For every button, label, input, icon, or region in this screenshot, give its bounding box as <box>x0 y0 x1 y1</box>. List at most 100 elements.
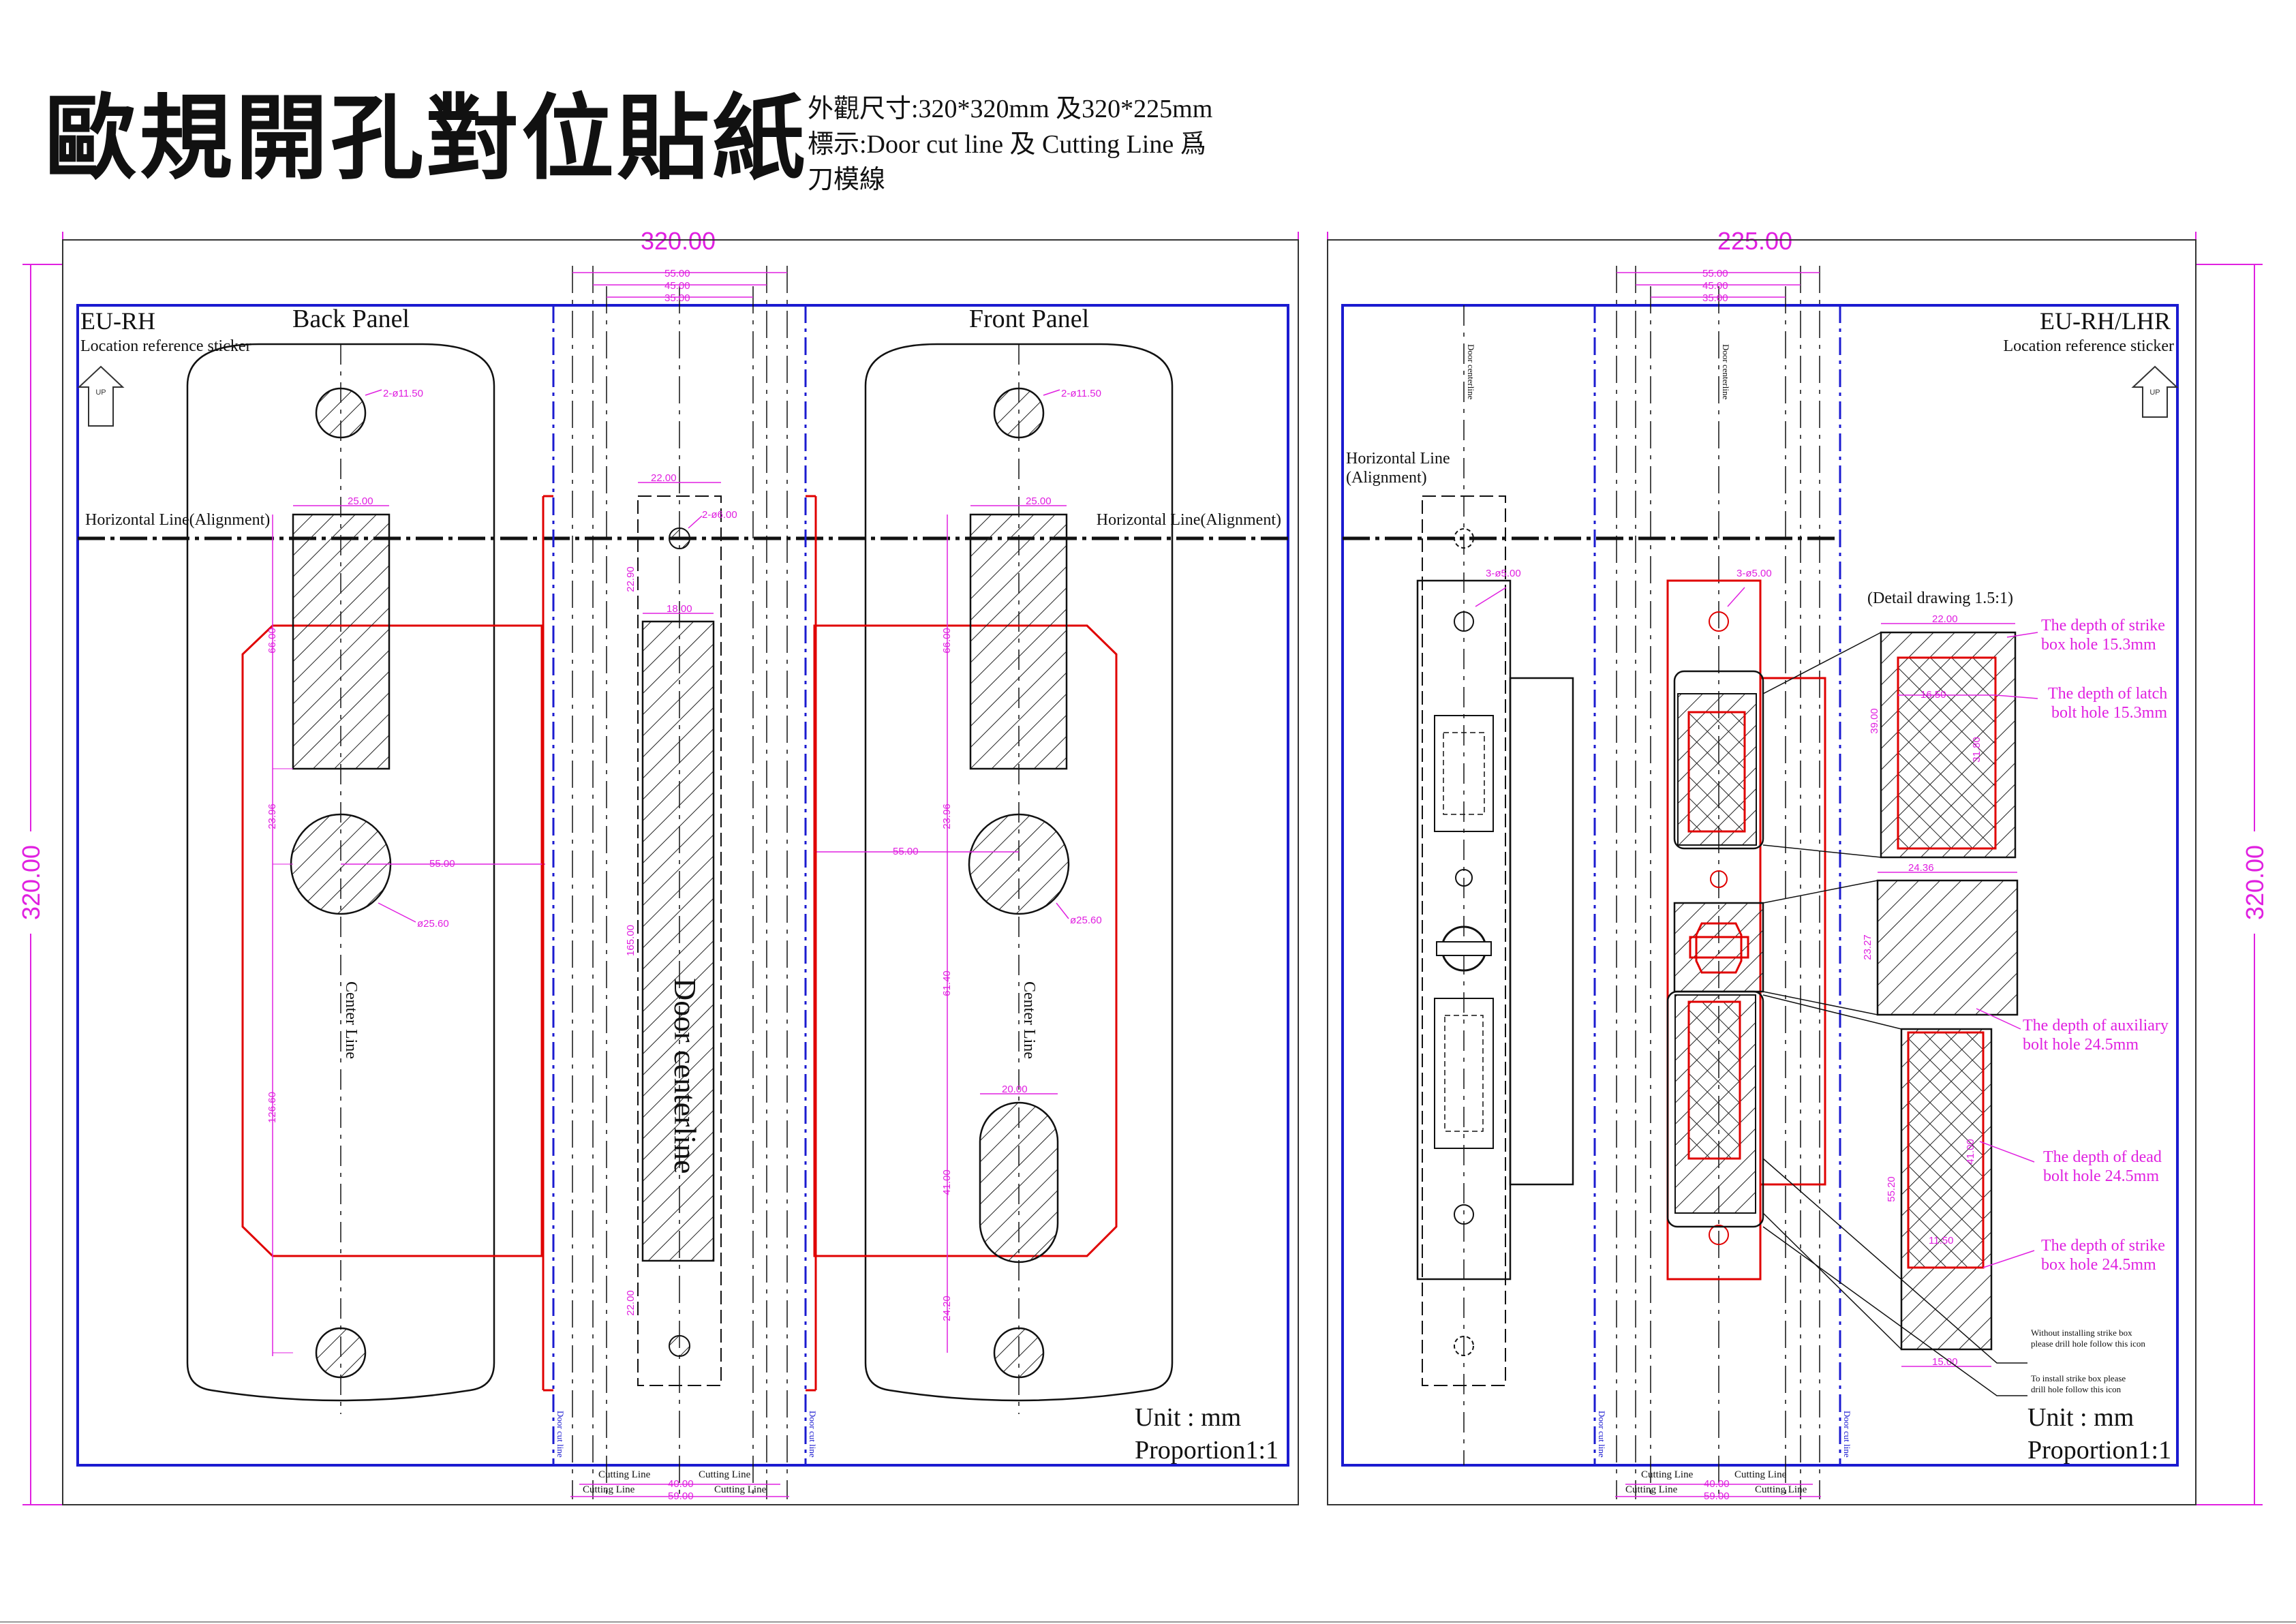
right-door-cut-line-2: Door cut line <box>1842 1411 1852 1458</box>
right-door-cut-frame <box>1341 304 2179 1467</box>
page-title: 歐規開孔對位貼紙 <box>44 84 808 193</box>
back-bottom-hole <box>315 1327 367 1379</box>
front-dim-20: 20.00 <box>1002 1084 1028 1095</box>
right-cutting-line-3: Cutting Line <box>1625 1484 1678 1495</box>
left-sheet: 320.00 320.00 EU-RH Location reference s… <box>17 226 1299 1505</box>
detail-dim-23-27: 23.27 <box>1862 934 1873 960</box>
front-oval-slot <box>979 1101 1059 1263</box>
detail-dim-41: 41.00 <box>1965 1139 1976 1165</box>
back-panel-outline <box>186 343 495 1402</box>
right-edge-55: 55.00 <box>1702 268 1728 279</box>
detail-dim-24-36: 24.36 <box>1908 862 1934 874</box>
detail-auxiliary <box>1876 879 2019 1016</box>
auxiliary-bolt-hole <box>1673 902 1764 993</box>
back-dim-55: 55.00 <box>429 858 455 870</box>
front-dim-41: 41.00 <box>941 1169 953 1195</box>
left-cutting-line-4: Cutting Line <box>714 1484 767 1495</box>
left-dim-165: 165.00 <box>625 925 637 956</box>
left-edge-55: 55.00 <box>664 268 690 279</box>
right-cutting-line-4: Cutting Line <box>1755 1484 1807 1495</box>
note-4a: The depth of dead <box>2043 1148 2162 1166</box>
left-dim-22-bottom: 22.00 <box>625 1290 637 1316</box>
right-unit-label: Unit : mm <box>2027 1403 2134 1432</box>
right-location-text: Location reference sticker <box>2003 337 2174 355</box>
front-panel-title: Front Panel <box>969 305 1089 333</box>
note-2a: The depth of latch <box>2048 685 2167 703</box>
left-horizontal-label-1: Horizontal Line(Alignment) <box>85 511 270 529</box>
spec-line-1: 外觀尺寸:320*320mm 及320*225mm <box>808 95 1212 123</box>
up-arrow-icon <box>77 365 125 427</box>
right-code: EU-RH/LHR <box>2040 307 2171 335</box>
left-door-edge-strip <box>542 266 817 1499</box>
left-horizontal-label-2: Horizontal Line(Alignment) <box>1097 511 1281 529</box>
left-dim-22-90: 22.90 <box>625 566 637 592</box>
back-dim-25: 25.00 <box>348 495 373 507</box>
right-door-edge-strip <box>1593 266 1841 1499</box>
back-upper-slot <box>292 513 391 770</box>
detail-dim-16-50: 16.50 <box>1920 689 1946 701</box>
note-5b: box hole 24.5mm <box>2041 1256 2156 1274</box>
left-up-label: UP <box>95 388 106 397</box>
fine-note-2: please drill hole follow this icon <box>2031 1338 2145 1349</box>
note-5a: The depth of strike <box>2041 1237 2165 1255</box>
right-hole3-strike: 3-ø5.00 <box>1736 568 1772 579</box>
left-proportion-label: Proportion1:1 <box>1135 1436 1279 1465</box>
right-cutting-line-2: Cutting Line <box>1734 1469 1787 1480</box>
detail-strike-latch <box>1880 631 2017 859</box>
right-cutting-line-1: Cutting Line <box>1641 1469 1694 1480</box>
left-cutting-line-2: Cutting Line <box>699 1469 751 1480</box>
spec-line-2: 標示:Door cut line 及 Cutting Line 爲 <box>808 130 1206 159</box>
left-dim-18: 18.00 <box>667 603 692 615</box>
note-1a: The depth of strike <box>2041 617 2165 634</box>
left-width-dim: 320.00 <box>641 227 716 255</box>
note-3a: The depth of auxiliary <box>2023 1017 2169 1035</box>
left-dim-40: 40.00 <box>668 1478 694 1490</box>
left-door-centerline-label: Door centerline <box>668 978 703 1174</box>
left-cutting-line-1: Cutting Line <box>598 1469 651 1480</box>
right-edge-35: 35.00 <box>1702 292 1728 304</box>
detail-dim-31-80: 31.80 <box>1971 737 1983 763</box>
right-width-dim: 225.00 <box>1717 227 1792 255</box>
left-door-cut-line-2: Door cut line <box>808 1411 818 1458</box>
right-sheet-border <box>1327 239 2196 1505</box>
lock-case <box>1509 677 1574 1186</box>
front-upper-slot <box>969 513 1068 770</box>
right-proportion-label: Proportion1:1 <box>2027 1436 2171 1465</box>
front-dim-24-20: 24.20 <box>941 1296 953 1321</box>
right-horizontal-label: Horizontal Line <box>1346 450 1450 468</box>
right-door-centerline-1: Door centerline <box>1466 344 1476 399</box>
left-edge-35: 35.00 <box>664 292 690 304</box>
back-dim-25-60: ø25.60 <box>417 918 449 930</box>
front-top-hole <box>993 387 1045 439</box>
front-dim-23-96: 23.96 <box>941 803 953 829</box>
left-dim-22: 22.00 <box>651 472 677 484</box>
right-dim-59: 59.00 <box>1704 1490 1730 1502</box>
detail-dim-15: 15.00 <box>1932 1356 1958 1368</box>
right-up-label: UP <box>2149 388 2160 397</box>
left-dim-2-6: 2-ø6.00 <box>702 509 737 521</box>
note-3b: bolt hole 24.5mm <box>2023 1036 2139 1054</box>
front-panel-cutout <box>813 624 1118 1257</box>
right-height-dim: 320.00 <box>2241 845 2269 920</box>
left-dim-59: 59.00 <box>668 1490 694 1502</box>
front-cylinder-hole <box>968 813 1070 915</box>
front-dim-25-60: ø25.60 <box>1070 915 1102 926</box>
fine-note-3: To install strike box please <box>2031 1373 2126 1383</box>
right-alignment-label: (Alignment) <box>1346 469 1427 487</box>
front-dim-25: 25.00 <box>1026 495 1052 507</box>
left-mortise-slot <box>641 620 715 1262</box>
front-bottom-hole <box>993 1327 1045 1379</box>
left-door-cut-line-1: Door cut line <box>555 1411 566 1458</box>
back-dim-hole-small: 2-ø11.50 <box>383 388 423 399</box>
fine-note-4: drill hole follow this icon <box>2031 1384 2122 1394</box>
detail-label: (Detail drawing 1.5:1) <box>1867 589 2013 607</box>
fine-note-1: Without installing strike box <box>2031 1328 2132 1338</box>
detail-dim-39: 39.00 <box>1869 708 1880 734</box>
left-code: EU-RH <box>80 307 155 335</box>
left-location-text: Location reference sticker <box>80 337 251 355</box>
left-edge-45: 45.00 <box>664 280 690 292</box>
back-dim-66: 66.00 <box>266 628 278 654</box>
back-dim-126-60: 126.60 <box>266 1092 278 1123</box>
detail-dim-11-50: 11.50 <box>1929 1235 1953 1246</box>
